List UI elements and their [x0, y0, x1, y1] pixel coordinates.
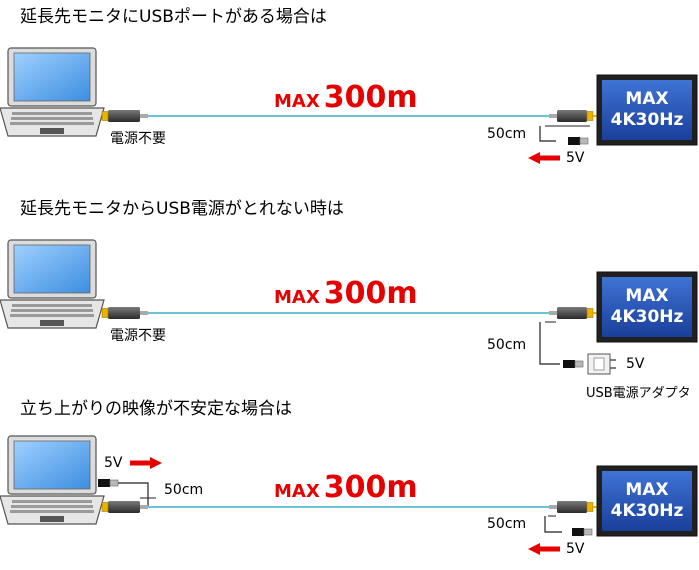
section-2-heading: 延長先モニタからUSB電源がとれない時は	[20, 199, 344, 219]
receiver-dongle-icon	[548, 500, 594, 514]
max-distance-value: 300m	[323, 276, 418, 311]
section-2-graphics	[0, 239, 698, 375]
cable-length-label: 50cm	[487, 337, 527, 353]
monitor-spec-line-2: 4K30Hz	[610, 501, 684, 521]
section-1-heading: 延長先モニタにUSBポートがある場合は	[20, 7, 327, 27]
no-power-note: 電源不要	[110, 131, 166, 147]
usb-power-cable	[544, 516, 562, 533]
monitor-spec: MAX 4K30Hz	[599, 480, 695, 522]
usb-power-adapter-icon	[587, 353, 617, 375]
usb-power-cable	[539, 322, 560, 365]
section-3-graphics	[0, 435, 698, 555]
max-word: MAX	[274, 91, 320, 112]
laptop-icon	[0, 239, 105, 329]
usb-power-cable	[539, 126, 556, 142]
power-flow-arrow-icon	[130, 457, 162, 469]
monitor-spec-line-2: 4K30Hz	[610, 307, 684, 327]
power-label: 5V	[626, 356, 645, 372]
usb-plug-icon	[567, 136, 589, 146]
monitor-spec: MAX 4K30Hz	[599, 286, 695, 328]
transmitter-dongle-icon	[101, 500, 149, 514]
section-1-graphics	[0, 47, 698, 164]
power-label: 5V	[566, 541, 585, 557]
usb-plug-icon	[97, 478, 119, 488]
usb-plug-icon	[562, 359, 584, 369]
power-flow-arrow-icon	[528, 152, 560, 164]
laptop-icon	[0, 47, 105, 137]
no-power-note: 電源不要	[110, 328, 166, 344]
max-distance-value: 300m	[323, 470, 418, 505]
receiver-dongle-icon	[548, 109, 594, 123]
receiver-dongle-icon	[548, 306, 594, 320]
transmitter-dongle-icon	[101, 109, 149, 123]
monitor-spec-line-1: MAX	[625, 286, 669, 306]
monitor-spec-line-1: MAX	[625, 89, 669, 109]
max-word: MAX	[274, 481, 320, 502]
usb-plug-icon	[571, 527, 593, 537]
cable-length-label: 50cm	[487, 126, 527, 142]
monitor-spec-line-1: MAX	[625, 480, 669, 500]
cable-length-label: 50cm	[487, 516, 527, 532]
monitor-spec-line-2: 4K30Hz	[610, 110, 684, 130]
power-label: 5V	[566, 150, 585, 166]
max-distance-value: 300m	[323, 80, 418, 115]
transmitter-dongle-icon	[101, 306, 149, 320]
left-cable-length-label: 50cm	[164, 482, 204, 498]
laptop-icon	[0, 435, 105, 525]
section-3-heading: 立ち上がりの映像が不安定な場合は	[20, 399, 292, 419]
power-flow-arrow-icon	[528, 543, 560, 555]
usb-adapter-label: USB電源アダプタ	[586, 386, 691, 401]
max-word: MAX	[274, 287, 320, 308]
monitor-spec: MAX 4K30Hz	[599, 89, 695, 131]
left-power-label: 5V	[104, 455, 123, 471]
